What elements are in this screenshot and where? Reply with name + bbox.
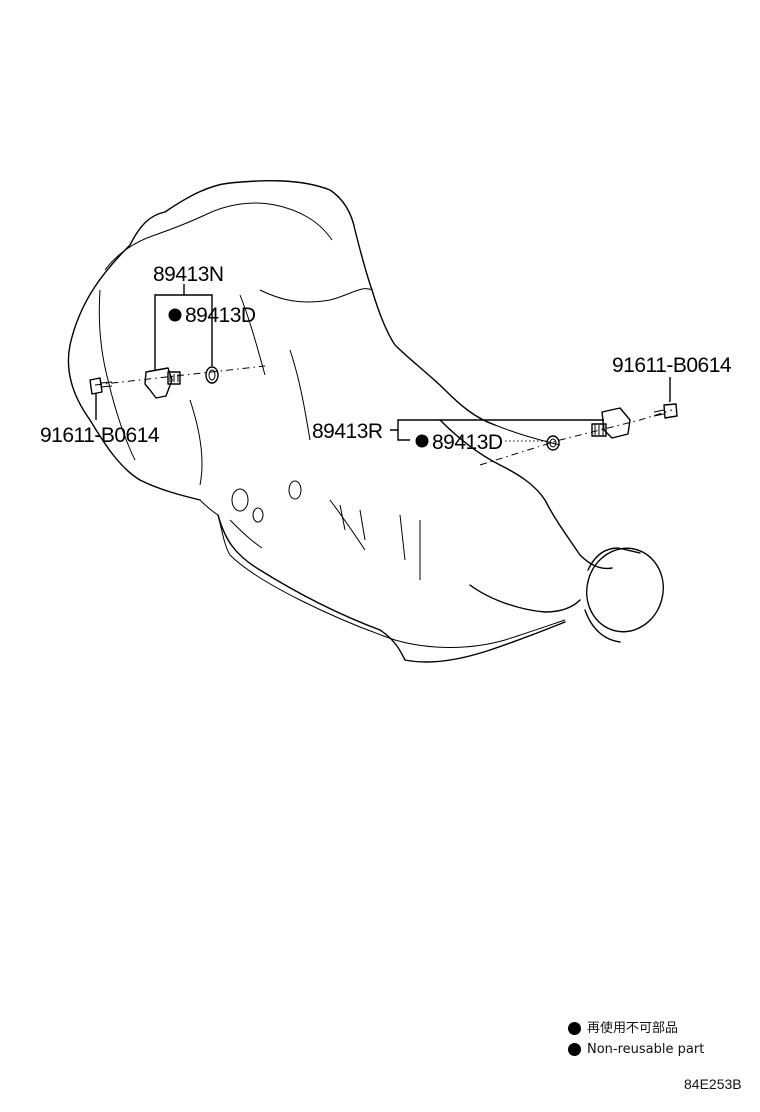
legend-row-english: Non-reusable part <box>568 1039 704 1060</box>
rear-speed-sensor-assembly <box>390 377 678 466</box>
nonreusable-dot-icon <box>568 1022 581 1035</box>
front-sensor-part-number: 89413N <box>153 263 224 286</box>
legend-english-text: Non-reusable part <box>587 1042 705 1057</box>
front-oring-nonreusable-dot <box>168 308 182 322</box>
front-oring-icon <box>205 366 219 384</box>
rear-oring-nonreusable-dot <box>415 434 429 448</box>
legend-japanese-text: 再使用不可部品 <box>587 1021 679 1036</box>
nonreusable-dot-icon <box>568 1043 581 1056</box>
legend: 再使用不可部品 Non-reusable part <box>568 1018 704 1060</box>
rear-sensor-part-number: 89413R <box>312 420 383 443</box>
transmission-housing <box>67 180 664 663</box>
rear-oring-icon <box>546 435 560 451</box>
illustration-code: 84E253B <box>684 1076 742 1092</box>
legend-row-japanese: 再使用不可部品 <box>568 1018 704 1039</box>
rear-bolt-part-number: 91611-B0614 <box>612 354 732 377</box>
front-bolt-icon <box>89 377 113 395</box>
front-oring-part-number: 89413D <box>185 304 256 327</box>
rear-oring-part-number: 89413D <box>432 431 503 454</box>
rear-sensor-icon <box>591 407 631 439</box>
rear-bolt-icon <box>653 403 678 419</box>
front-bolt-part-number: 91611-B0614 <box>40 424 160 447</box>
front-speed-sensor-assembly <box>89 284 266 420</box>
front-sensor-icon <box>144 367 181 399</box>
